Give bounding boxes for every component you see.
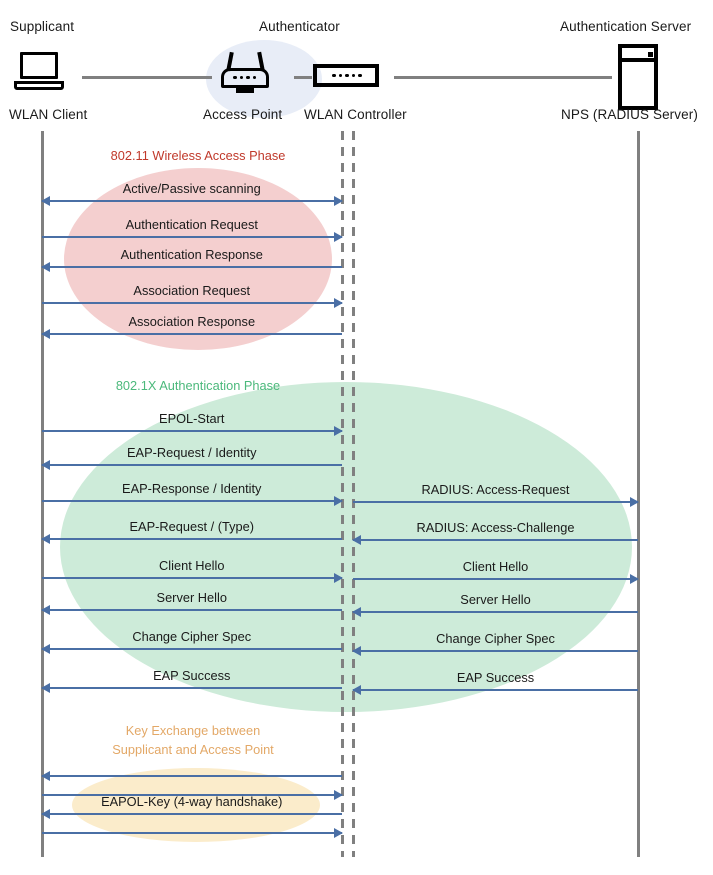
- arrowhead-left-icon: [40, 328, 50, 339]
- arrowhead-left-icon: [352, 684, 361, 695]
- message-dot1x-right-arrow-line: [353, 611, 638, 613]
- wireless-router-icon: [221, 51, 269, 94]
- actor-role-authenticator: Authenticator: [259, 19, 340, 34]
- message-dot1x-left-arrow-line: [41, 430, 342, 432]
- message-dot1x-left-arrow-line: [41, 577, 342, 579]
- link-ap-to-controller: [294, 76, 312, 79]
- message-dot1x-right-arrow-line: [353, 539, 638, 541]
- server-rack-icon: [618, 44, 658, 110]
- arrowhead-right-icon: [334, 827, 343, 838]
- arrowhead-right-icon: [630, 496, 639, 507]
- arrowhead-right-icon: [334, 572, 343, 583]
- arrowhead-right-icon: [334, 789, 343, 800]
- message-dot1x-left-arrow-line: [41, 538, 342, 540]
- actor-label-wlan-controller: WLAN Controller: [304, 107, 407, 122]
- network-switch-icon: [313, 64, 379, 87]
- message-key-exchange-label: EAPOL-Key (4-way handshake): [101, 794, 283, 809]
- message-dot1x-left-arrow-line: [41, 609, 342, 611]
- message-dot1x-left-label: EAP-Request / Identity: [127, 445, 257, 460]
- arrowhead-left-icon: [40, 261, 50, 272]
- message-dot1x-right-label: RADIUS: Access-Request: [421, 482, 570, 497]
- lifeline-authentication-server: [637, 131, 640, 857]
- message-dot1x-right-label: Server Hello: [460, 592, 531, 607]
- message-wireless-label: Authentication Response: [120, 247, 263, 262]
- message-dot1x-left-label: Client Hello: [159, 558, 225, 573]
- message-wireless-arrow-line: [41, 333, 342, 335]
- message-wireless-arrow-line: [41, 302, 342, 304]
- actor-role-authentication-server: Authentication Server: [560, 19, 692, 34]
- arrowhead-left-icon: [40, 459, 50, 470]
- message-dot1x-right-label: Change Cipher Spec: [436, 631, 555, 646]
- message-key-exchange-arrow-line: [41, 813, 342, 815]
- link-controller-to-server: [394, 76, 612, 79]
- message-dot1x-left-arrow-line: [41, 648, 342, 650]
- arrowhead-right-icon: [334, 297, 343, 308]
- arrowhead-left-icon: [40, 682, 50, 693]
- message-dot1x-left-label: EPOL-Start: [159, 411, 225, 426]
- message-key-exchange-arrow-line: [41, 794, 342, 796]
- message-dot1x-left-label: Server Hello: [156, 590, 227, 605]
- phase-blob-wireless-access: [64, 168, 332, 350]
- arrowhead-right-icon: [334, 495, 343, 506]
- message-dot1x-right-arrow-line: [353, 578, 638, 580]
- message-dot1x-left-arrow-line: [41, 500, 342, 502]
- message-dot1x-left-label: EAP-Response / Identity: [122, 481, 262, 496]
- actor-label-nps-radius-server: NPS (RADIUS Server): [561, 107, 698, 122]
- message-dot1x-right-label: Client Hello: [462, 559, 529, 574]
- phase-label-dot1x-auth: 802.1X Authentication Phase: [115, 378, 281, 393]
- phase-blob-dot1x-auth: [60, 382, 632, 712]
- arrowhead-left-icon: [352, 534, 361, 545]
- message-key-exchange-arrow-line: [41, 775, 342, 777]
- laptop-icon: [14, 52, 64, 94]
- message-dot1x-right-arrow-line: [353, 689, 638, 691]
- phase-label-wireless-access: 802.11 Wireless Access Phase: [110, 148, 286, 163]
- phase-label-key-exchange: Key Exchange between Supplicant and Acce…: [112, 723, 274, 757]
- message-dot1x-left-arrow-line: [41, 687, 342, 689]
- message-key-exchange-arrow-line: [41, 832, 342, 834]
- actor-label-wlan-client: WLAN Client: [9, 107, 88, 122]
- lifeline-access-point: [341, 131, 344, 857]
- message-dot1x-left-label: Change Cipher Spec: [132, 629, 252, 644]
- arrowhead-right-icon: [334, 195, 343, 206]
- arrowhead-left-icon: [40, 643, 50, 654]
- lifeline-supplicant: [41, 131, 44, 857]
- arrowhead-left-icon: [40, 533, 50, 544]
- message-dot1x-left-label: EAP Success: [153, 668, 231, 683]
- message-dot1x-left-label: EAP-Request / (Type): [129, 519, 254, 534]
- arrowhead-left-icon: [40, 604, 50, 615]
- message-wireless-arrow-line: [41, 200, 342, 202]
- actor-role-supplicant: Supplicant: [10, 19, 75, 34]
- arrowhead-left-icon: [352, 645, 361, 656]
- message-dot1x-right-arrow-line: [353, 501, 638, 503]
- message-dot1x-left-arrow-line: [41, 464, 342, 466]
- message-dot1x-right-arrow-line: [353, 650, 638, 652]
- message-wireless-arrow-line: [41, 266, 342, 268]
- message-wireless-label: Authentication Request: [125, 217, 258, 232]
- arrowhead-left-icon: [40, 195, 50, 206]
- arrowhead-right-icon: [334, 425, 343, 436]
- message-wireless-label: Association Request: [133, 283, 251, 298]
- phase-blob-key-exchange: [72, 768, 320, 842]
- arrowhead-left-icon: [40, 808, 50, 819]
- actor-label-access-point: Access Point: [203, 107, 283, 122]
- message-wireless-arrow-line: [41, 236, 342, 238]
- message-wireless-label: Association Response: [128, 314, 256, 329]
- arrowhead-right-icon: [334, 231, 343, 242]
- lifeline-wlan-controller: [352, 131, 355, 857]
- arrowhead-left-icon: [40, 770, 50, 781]
- link-client-to-ap: [82, 76, 212, 79]
- arrowhead-left-icon: [352, 606, 361, 617]
- arrowhead-right-icon: [630, 573, 639, 584]
- message-dot1x-right-label: EAP Success: [456, 670, 535, 685]
- message-dot1x-right-label: RADIUS: Access-Challenge: [416, 520, 575, 535]
- message-wireless-label: Active/Passive scanning: [122, 181, 261, 196]
